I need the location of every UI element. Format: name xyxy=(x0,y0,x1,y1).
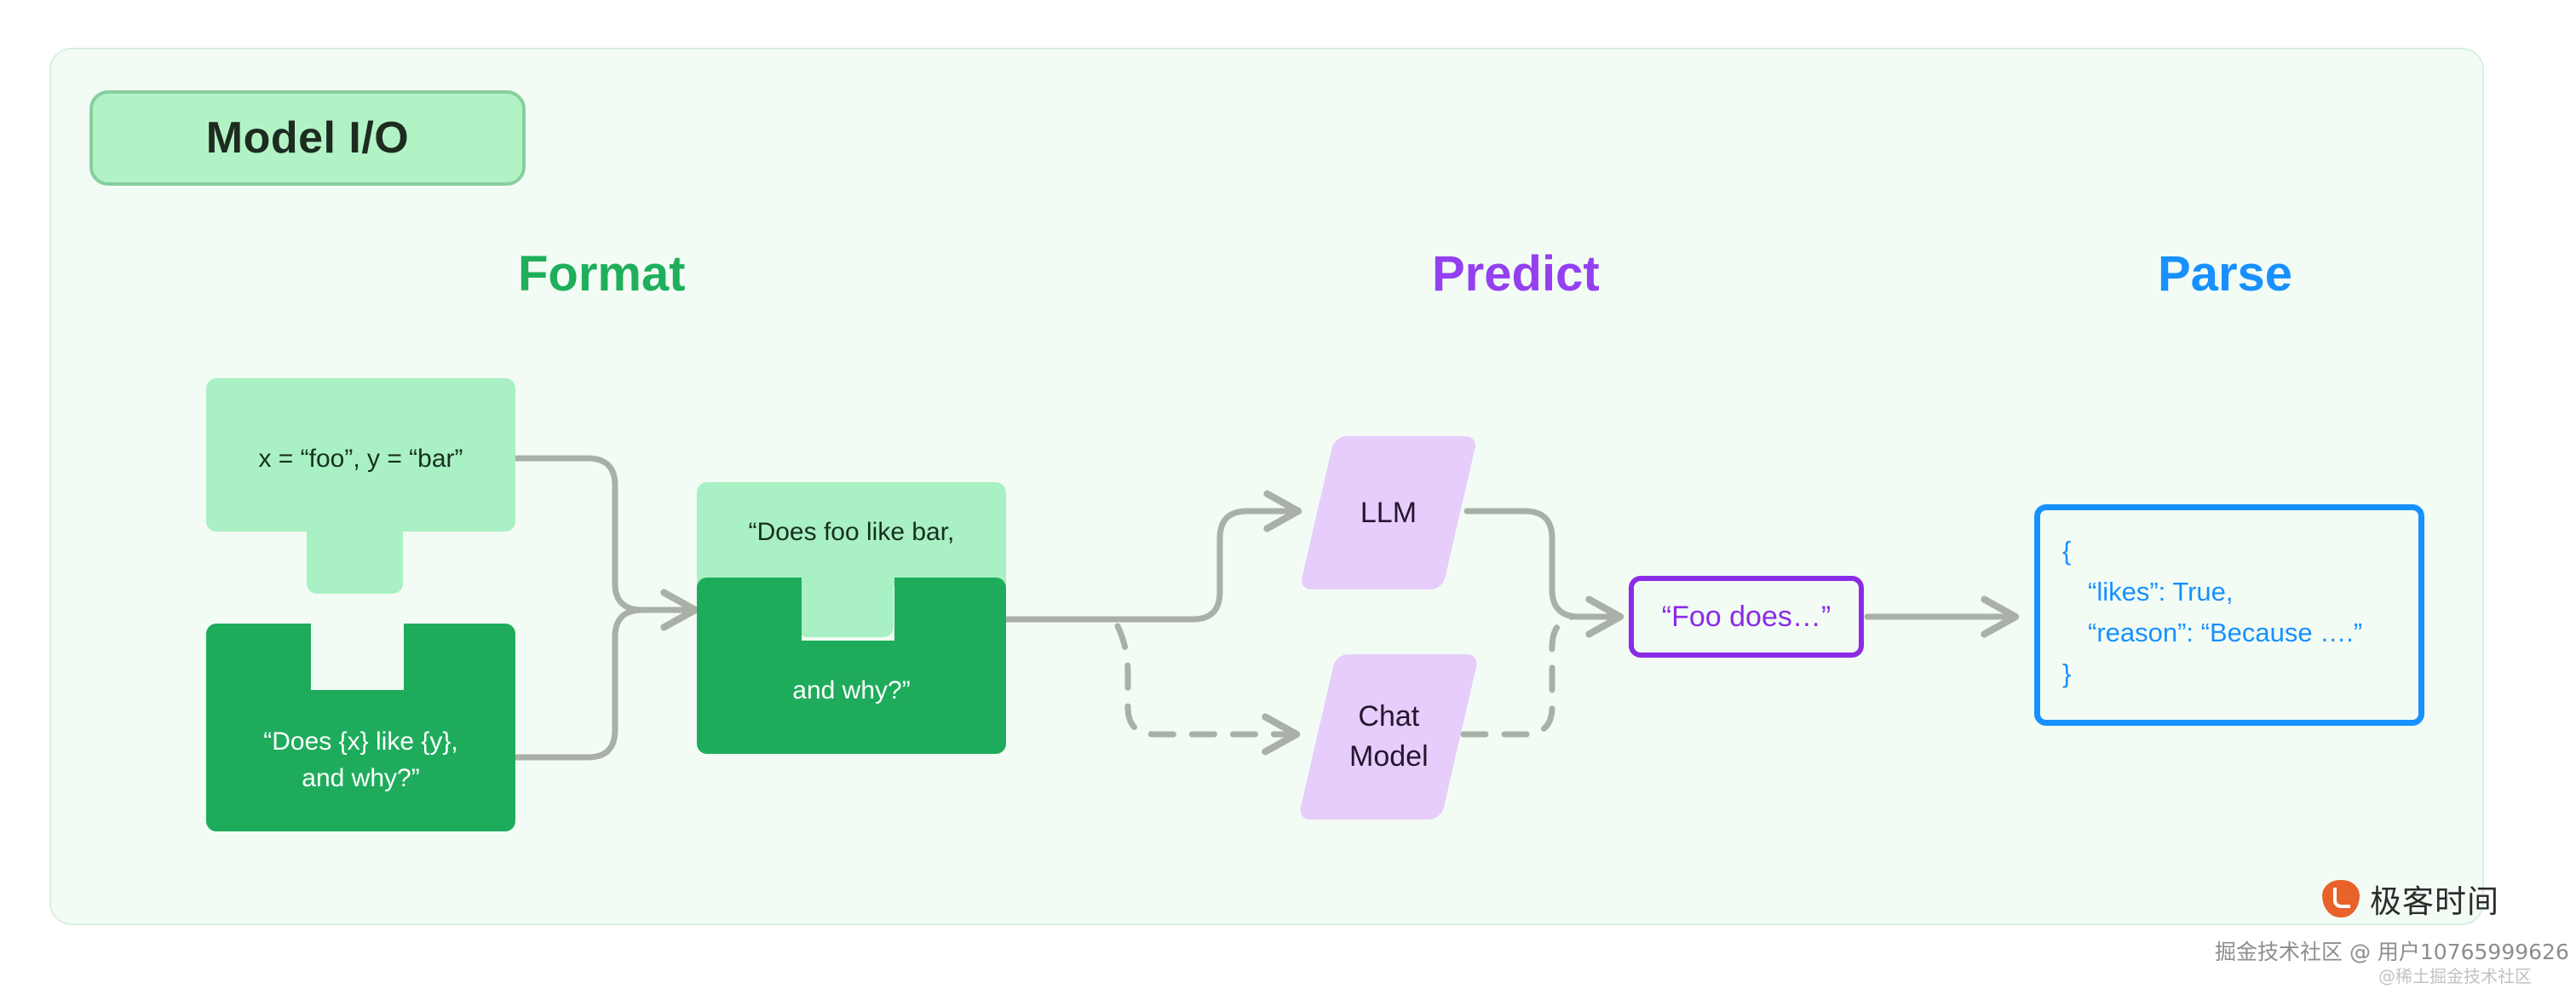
parsed-json-node[interactable]: { “likes”: True, “reason”: “Because ….” … xyxy=(2034,504,2424,726)
geektime-logo-icon xyxy=(2322,880,2360,917)
json-line-likes: “likes”: True, xyxy=(2088,577,2234,607)
stage-heading-parse: Parse xyxy=(2158,246,2293,302)
template-piece-right-shoulder xyxy=(404,624,515,700)
combined-piece-tab xyxy=(797,576,894,637)
combined-piece-label-top: “Does foo like bar, xyxy=(748,518,955,546)
combined-piece-body xyxy=(697,641,1006,754)
model-output-label: “Foo does…” xyxy=(1661,600,1831,633)
combined-piece-label-bottom: and why?” xyxy=(792,676,911,704)
geektime-logo-text: 极客时间 xyxy=(2370,883,2499,920)
variables-piece-tab xyxy=(307,521,403,594)
combined-piece-top-block xyxy=(697,482,1006,586)
format-template-piece: “Does {x} like {y}, and why?” xyxy=(206,624,515,831)
json-line-close: } xyxy=(2062,658,2072,689)
geektime-logo: 极客时间 xyxy=(2322,876,2499,922)
format-combined-piece: “Does foo like bar, and why?” xyxy=(697,482,1006,754)
chat-model-node-label: Chat Model xyxy=(1348,700,1429,773)
json-line-reason: “reason”: “Because ….” xyxy=(2088,618,2363,648)
json-line-open: { xyxy=(2062,536,2072,566)
watermark-primary: 掘金技术社区 @ 用户10765999626 xyxy=(2215,940,2569,964)
model-io-badge: Model I/O xyxy=(89,90,526,186)
template-piece-body xyxy=(206,690,515,831)
stage-heading-format: Format xyxy=(518,246,686,302)
template-piece-left-shoulder xyxy=(206,624,311,700)
watermark-secondary: @稀土掘金技术社区 xyxy=(2378,966,2532,986)
model-output-node[interactable]: “Foo does…” xyxy=(1629,576,1864,658)
variables-piece-body xyxy=(206,378,515,532)
stage-heading-predict: Predict xyxy=(1432,246,1600,302)
llm-node-label: LLM xyxy=(1360,496,1417,529)
model-io-badge-label: Model I/O xyxy=(205,113,410,163)
format-variables-piece: x = “foo”, y = “bar” xyxy=(206,378,515,594)
